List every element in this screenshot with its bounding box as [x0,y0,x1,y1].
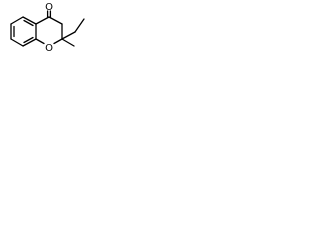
ring-bond-o1-c8a [35,38,45,45]
ring-bond-c2-o1 [53,38,63,45]
ethyl-bond-2 [74,18,85,33]
benzene-double-bond-3 [23,36,34,44]
benzene-bond-2 [22,16,37,25]
benzene-bond-4 [22,38,37,47]
carbonyl-oxygen-label: O [45,2,53,13]
ring-bond-c4a-c4 [35,16,50,25]
ring-bond-c4-c3 [48,16,63,25]
ring-oxygen-label: O [45,43,53,54]
ethyl-bond-1 [61,31,76,40]
benzene-bond-1 [10,16,24,25]
benzene-double-bond-2 [23,19,34,27]
benzene-bond-5 [10,38,24,47]
chromanone-structure: O O [10,2,85,54]
methyl-bond [61,38,75,47]
